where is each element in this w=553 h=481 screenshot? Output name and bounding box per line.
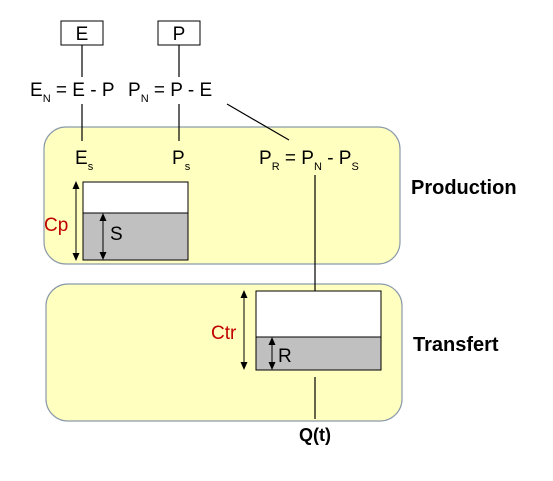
ctr-arrow-head-bottom (240, 362, 248, 370)
transfert-title: Transfert (413, 334, 499, 356)
production-store-level (82, 212, 189, 261)
ctr-arrow-head-top (240, 290, 248, 298)
production-title: Production (411, 177, 517, 199)
pn-equation: PN = P - E (128, 80, 212, 105)
cp-arrow-head-bottom (72, 253, 80, 261)
r-arrow-head-bottom (268, 362, 276, 370)
pr-equation: PR = PN - PS (259, 148, 359, 173)
s-arrow-head-bottom (99, 252, 107, 260)
cp-label: Cp (44, 215, 68, 236)
ctr-label: Ctr (211, 323, 237, 344)
p-input-label: P (173, 24, 186, 45)
e-input-label: E (76, 24, 89, 45)
p-input-box (157, 20, 201, 46)
output-label: Q(t) (299, 425, 331, 445)
ps-label: Ps (172, 148, 191, 173)
r-label: R (278, 346, 292, 367)
routing-store-level (255, 336, 382, 371)
s-arrow-head-top (99, 213, 107, 221)
s-label: S (110, 224, 123, 245)
cp-arrow-head-top (72, 181, 80, 189)
es-label: Es (75, 148, 94, 173)
r-arrow-head-top (268, 337, 276, 345)
pn-to-pr-line (226, 103, 290, 141)
en-equation: EN = E - P (30, 80, 115, 105)
